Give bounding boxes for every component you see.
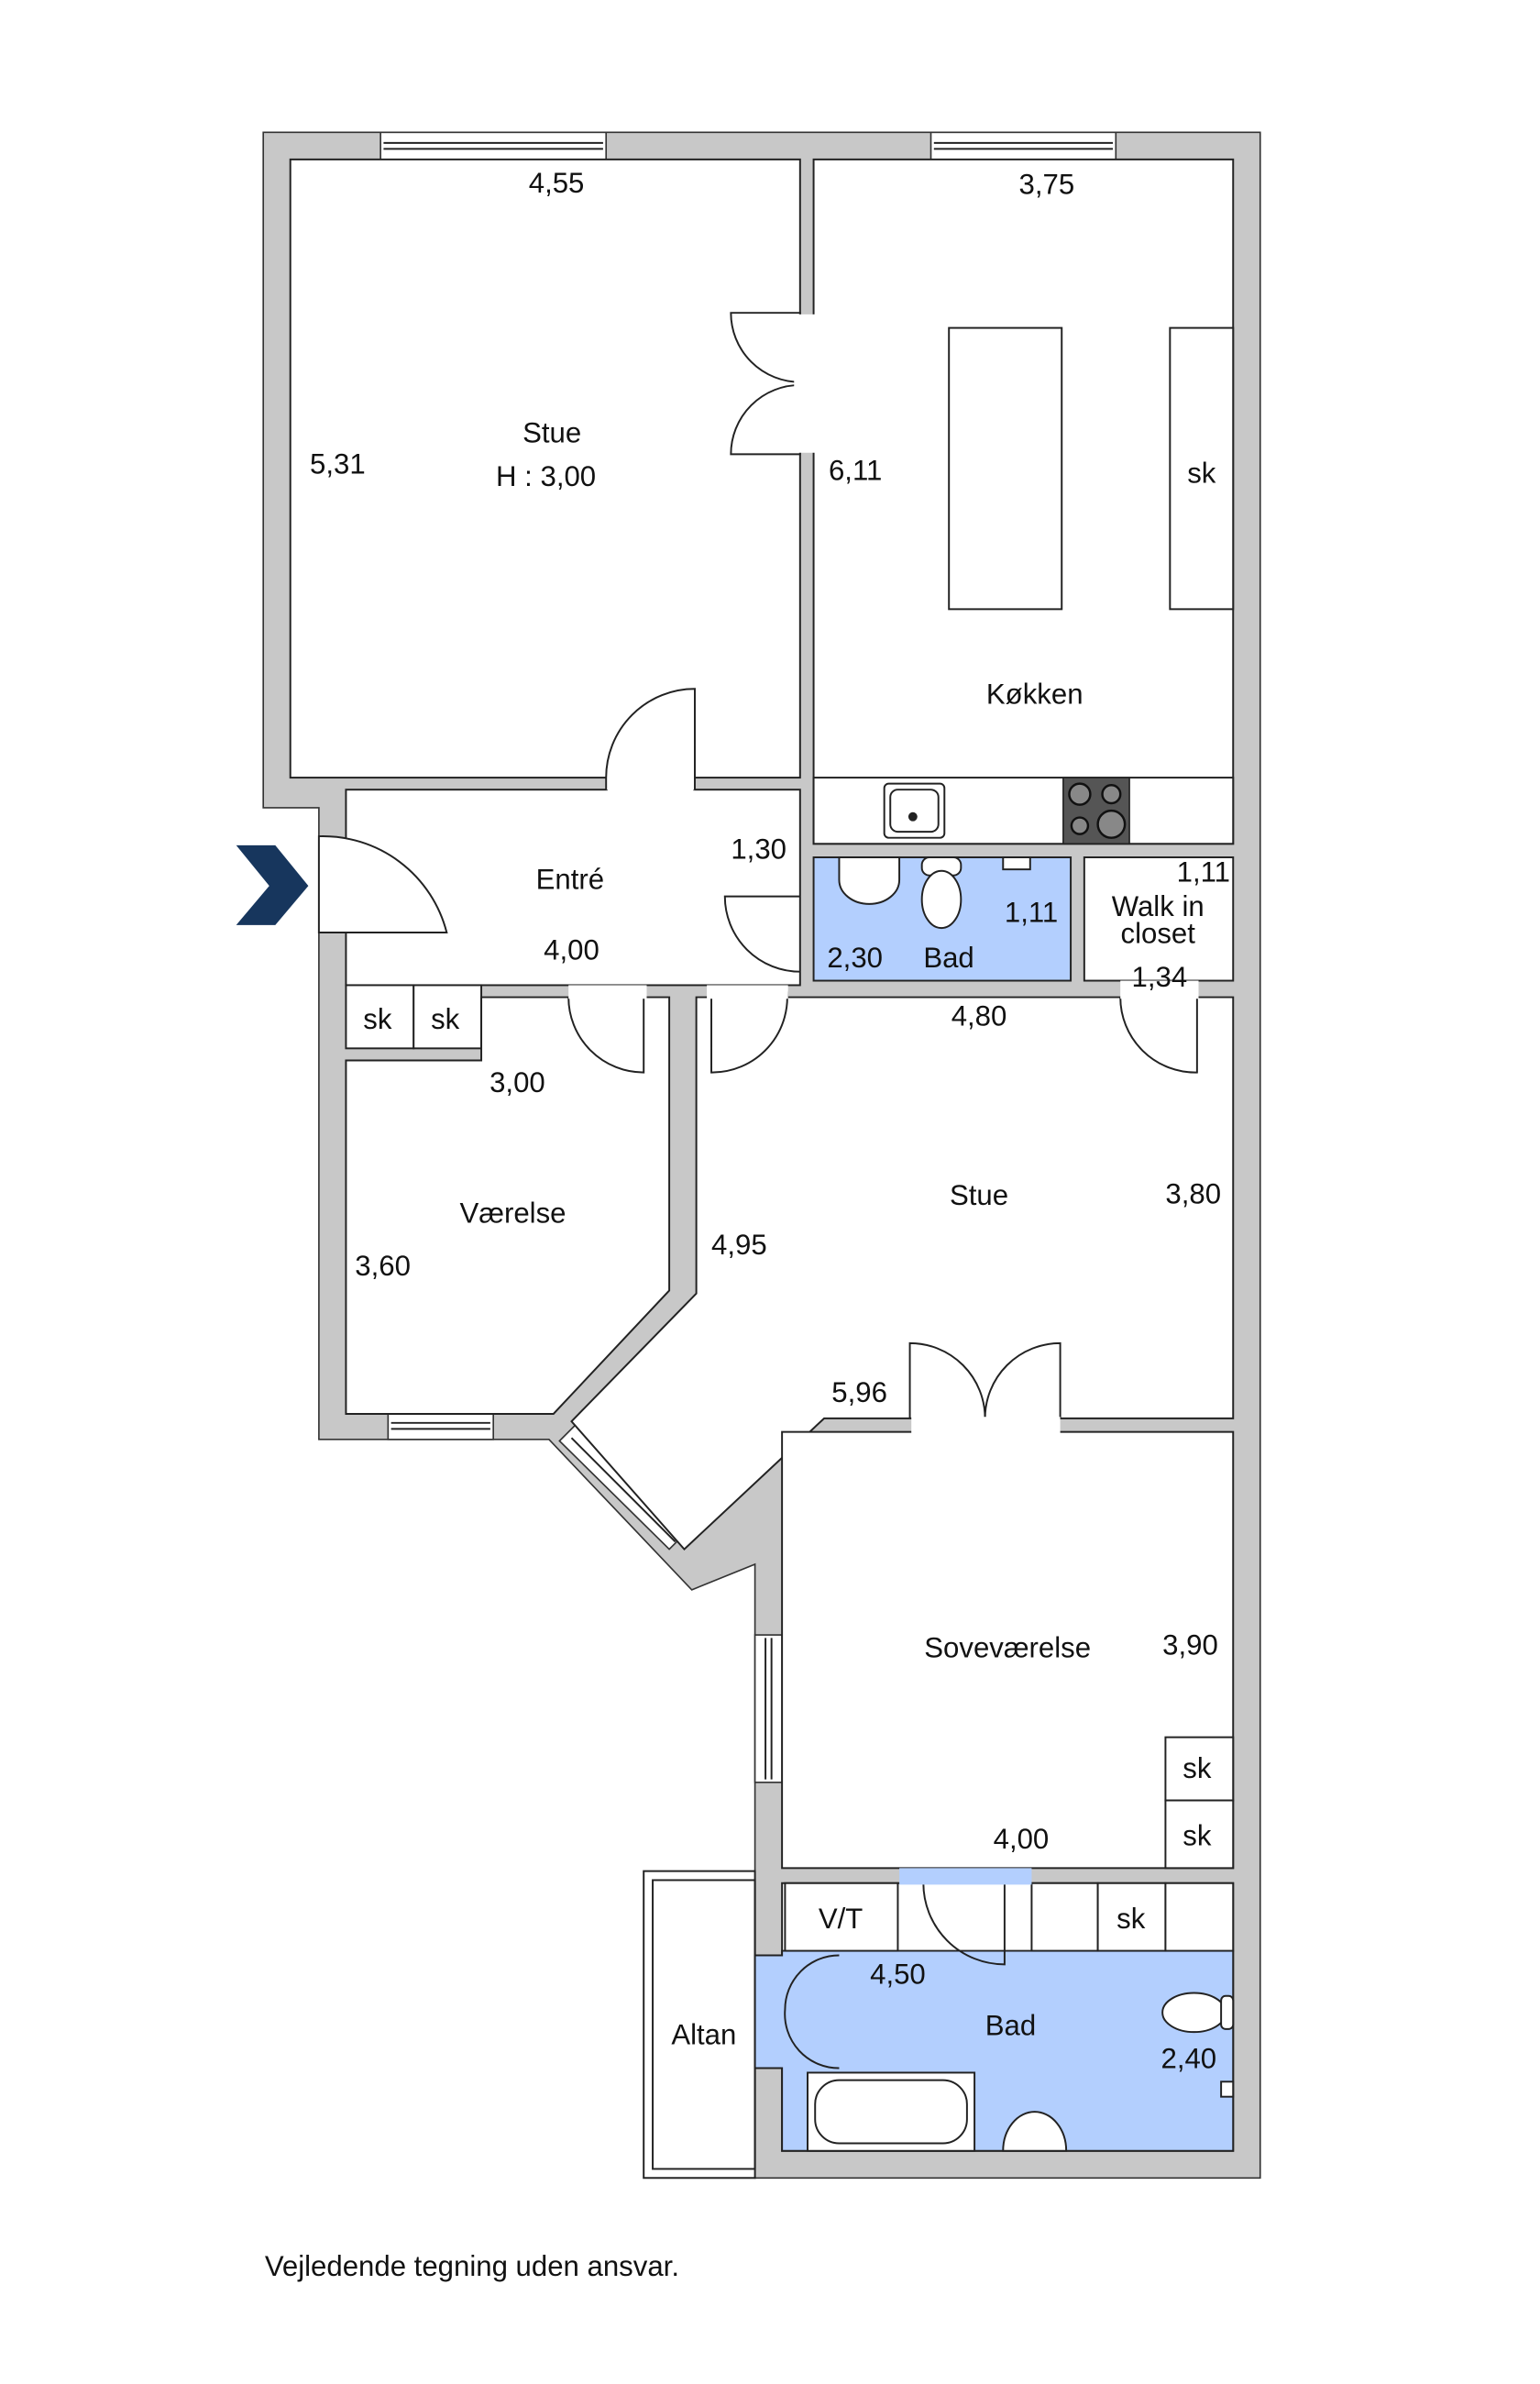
soverum-closet-2: [1164, 1799, 1235, 1870]
sovevaerelse-closet-2-label: sk: [1182, 1820, 1212, 1852]
stue-2-width: 4,80: [952, 1000, 1007, 1032]
bad-1-width: 2,30: [827, 942, 883, 974]
kitchen-cabinet-label: sk: [1187, 458, 1216, 490]
sovevaerelse-length: 3,90: [1162, 1628, 1218, 1661]
washbasin-icon: [838, 856, 901, 905]
stue-1-length: 5,31: [310, 448, 366, 480]
closet-label-1: Walk in: [1112, 890, 1204, 922]
room-stue-1: [289, 158, 801, 779]
vaerelse-label: Værelse: [459, 1198, 566, 1230]
entre-label: Entré: [536, 863, 604, 895]
bad-2-width: 4,50: [870, 1959, 926, 1991]
kitchen-island: [948, 326, 1063, 611]
room-walk-in-closet: [1083, 856, 1235, 982]
sink-icon: [883, 782, 946, 839]
room-vaerelse: [345, 996, 671, 1415]
stue-2-length: 3,80: [1165, 1177, 1221, 1209]
kitchen-cabinet: [1169, 326, 1235, 611]
altan-label: Altan: [671, 2018, 736, 2050]
bad-2-label: Bad: [985, 2009, 1036, 2041]
disclaimer: Vejledende tegning uden ansvar.: [265, 2250, 679, 2282]
bad-1-label: Bad: [923, 942, 974, 974]
kitchen-label: Køkken: [986, 679, 1084, 711]
bad-1-fixtures: [838, 856, 1031, 930]
sovevaerelse-width: 4,00: [994, 1823, 1050, 1855]
windows: [380, 131, 1117, 1783]
stue-2-bottom: 5,96: [831, 1376, 887, 1408]
washer-dryer-label: V/T: [819, 1903, 863, 1935]
room-sovevaerelse: [781, 1430, 1235, 1870]
stue-1-width: 4,55: [529, 167, 585, 199]
entre-closet-1-label: sk: [363, 1003, 392, 1035]
stue-1-label: Stue: [522, 416, 581, 448]
washer-dryer: [784, 1882, 899, 1952]
entre-closet-2-label: sk: [431, 1003, 460, 1035]
kitchen-width: 3,75: [1019, 169, 1075, 201]
sovevaerelse-label: Soveværelse: [924, 1632, 1091, 1664]
sovevaerelse-closet-1-label: sk: [1182, 1752, 1212, 1784]
closet-length: 1,34: [1132, 961, 1188, 993]
bad-2-fixtures: [784, 1736, 1235, 2152]
kitchen-length: 6,11: [829, 454, 882, 486]
entre-depth: 1,30: [731, 833, 786, 866]
bad-2-cabinet-label: sk: [1116, 1903, 1146, 1935]
room-stue-2: [570, 996, 1235, 1551]
bad-1-length: 1,11: [1005, 897, 1058, 929]
washbasin-icon: [1002, 2111, 1068, 2152]
kitchen-counter: [812, 777, 1235, 845]
vaerelse-width: 3,00: [490, 1066, 545, 1098]
shower-tap-icon: [1002, 856, 1031, 871]
toilet-icon: [920, 869, 962, 930]
closet-label-2: closet: [1121, 918, 1196, 950]
stue-1-height: H : 3,00: [496, 460, 596, 492]
closet-width: 1,11: [1177, 855, 1230, 888]
stue-2-label: Stue: [950, 1179, 1008, 1211]
chevron-right-icon: [236, 844, 309, 925]
doors: [317, 312, 1199, 2069]
altan-outline: [643, 1870, 756, 2180]
toilet-icon: [1161, 1992, 1227, 2034]
stue-2-left: 4,95: [711, 1229, 767, 1261]
entre-closet-1: [345, 984, 415, 1050]
entre-closet-2: [412, 984, 483, 1050]
entre-width: 4,00: [544, 934, 600, 966]
bad-2-length: 2,40: [1160, 2043, 1216, 2075]
entrance-door: [317, 835, 448, 934]
kitchen-fixtures: [812, 326, 1235, 845]
vaerelse-length: 3,60: [355, 1250, 411, 1282]
